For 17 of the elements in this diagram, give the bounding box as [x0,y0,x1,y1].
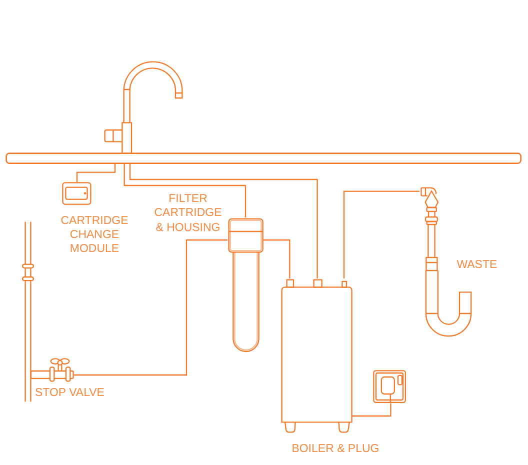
water-pipe [74,239,228,376]
boiler-drawing [280,278,352,432]
stop-valve-drawing [30,358,74,382]
component-label: FILTER CARTRIDGE & HOUSING [153,192,223,236]
component-label: STOP VALVE [35,386,104,400]
control-module-drawing [62,182,92,205]
water-pipe [124,163,246,218]
water-pipe [129,163,318,278]
component-label: BOILER & PLUG [292,442,380,456]
power-cable [352,403,392,417]
water-filter-drawing [228,218,263,352]
waste-pipe [343,190,420,278]
plug-socket-drawing [373,370,406,404]
water-pipe [263,239,290,278]
component-label: CARTRIDGE CHANGE MODULE [60,214,130,256]
water-pipe [76,163,116,182]
component-label: WASTE [456,258,498,272]
